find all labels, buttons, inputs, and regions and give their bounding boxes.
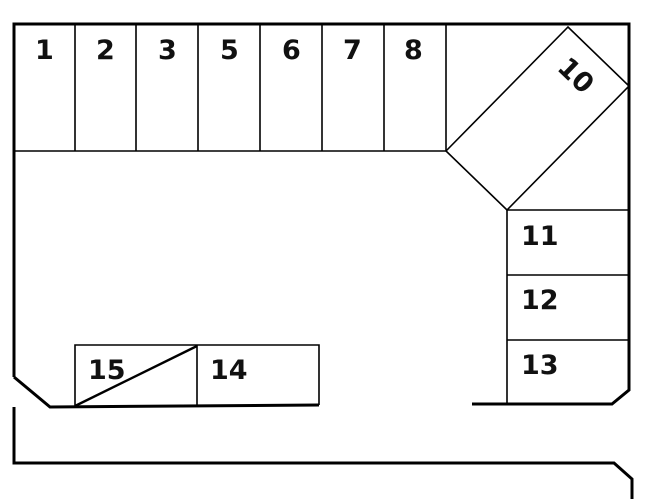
top-row-spaces	[14, 24, 447, 152]
bottom-wall	[12, 407, 634, 499]
lower-left-wall	[13, 375, 320, 409]
space-label-11: 11	[521, 221, 559, 252]
outer-walls	[12, 22, 634, 499]
space-label-14: 14	[210, 355, 248, 386]
space-label-13: 13	[521, 350, 559, 381]
space-label-10: 10	[551, 52, 600, 100]
space-label-8: 8	[404, 35, 423, 66]
space-label-15: 15	[88, 355, 126, 386]
space-label-12: 12	[521, 285, 559, 316]
space-label-6: 6	[282, 35, 301, 66]
main-outer-wall	[12, 22, 631, 406]
space-label-2: 2	[96, 35, 115, 66]
space-label-7: 7	[343, 35, 362, 66]
space-10-outline	[444, 25, 631, 212]
space-15-diagonal	[74, 344, 198, 408]
space-label-3: 3	[158, 35, 177, 66]
space-label-1: 1	[35, 35, 54, 66]
lower-spaces	[74, 344, 320, 408]
right-column-spaces	[506, 209, 629, 404]
space-label-5: 5	[220, 35, 239, 66]
